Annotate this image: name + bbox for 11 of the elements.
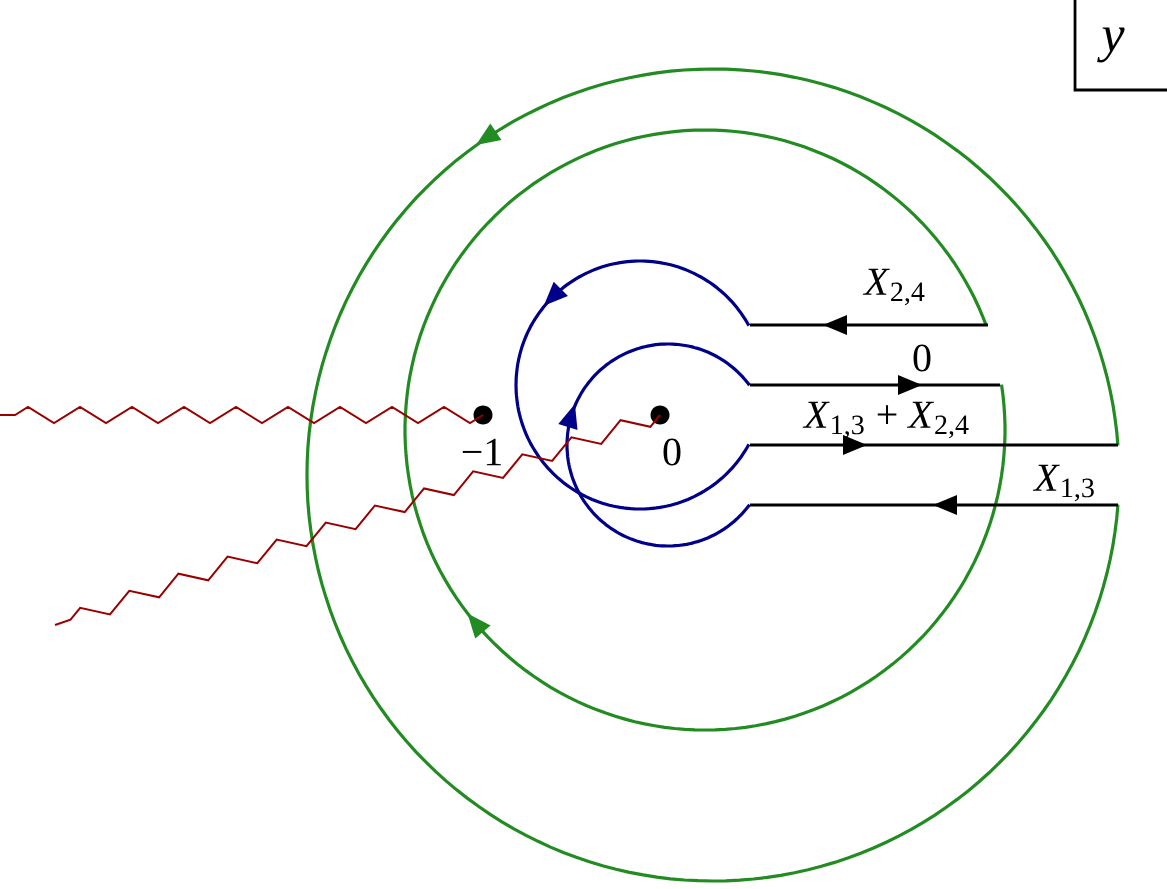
point-label: −1	[462, 438, 501, 466]
math-label: X$_{2,4}$	[862, 268, 925, 306]
branch-point	[473, 405, 493, 425]
math-label: y	[1097, 27, 1125, 63]
math-label: X$_{1,3}$	[1032, 464, 1094, 502]
math-label: 0	[913, 344, 931, 372]
branch-cut	[54, 414, 661, 626]
branch-point	[650, 405, 670, 425]
branch-cut	[0, 405, 484, 425]
point-label: 0	[663, 438, 681, 466]
math-label: X$_{1,3}$ + X$_{2,4}$	[802, 401, 969, 439]
